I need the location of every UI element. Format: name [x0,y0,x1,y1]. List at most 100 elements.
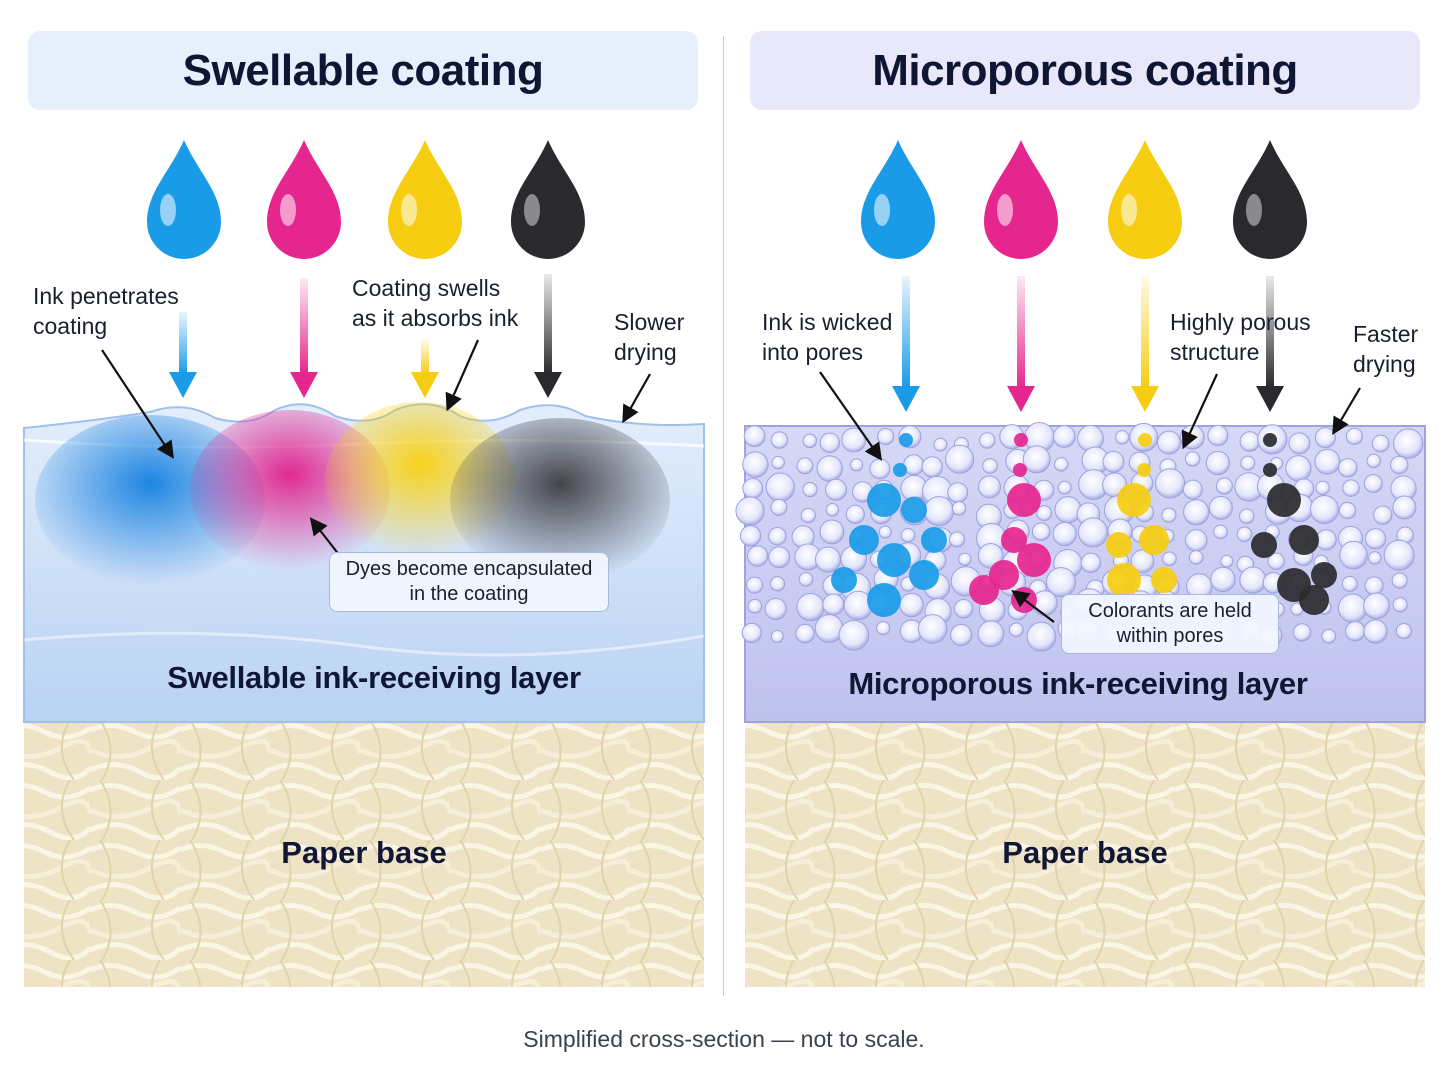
pore [1215,477,1233,495]
black-arrow [534,274,562,398]
pore [742,451,769,478]
pore [768,526,787,546]
encapsulated-pointer [309,517,341,557]
pore [1184,451,1201,467]
pore [1183,499,1210,526]
pore [814,546,842,573]
paper-base [745,722,1425,987]
black-ink-blob [1251,532,1277,558]
pore [850,458,864,472]
pore [950,623,973,647]
magenta-arrow [1007,276,1035,412]
encapsulated-callout: Dyes become encapsulated in the coating [329,552,609,612]
cyan-drop [147,140,221,259]
pore [1315,480,1330,496]
cyan-ink-blob [867,483,901,517]
pore [769,576,786,592]
microporous-layer-label: Microporous ink-receiving layer [848,666,1308,701]
pore [841,427,867,453]
cyan-ink-blob [899,433,913,447]
pore [1182,479,1203,500]
pore [1314,427,1336,449]
pore [796,457,814,475]
pore [1022,445,1051,474]
yellow-ink-blob [1106,532,1132,558]
black-diffusion [450,418,670,582]
pore [949,531,966,548]
microporous-panel: Microporous coating [724,0,1448,1000]
pore [1026,621,1057,652]
pore [1054,496,1082,524]
pore [1188,550,1204,565]
pore [1102,450,1125,473]
pore [1285,455,1312,482]
pore [1341,575,1358,592]
cyan-ink-blob [877,543,911,577]
pore [771,455,785,470]
pore [825,503,840,517]
magenta-ink-blob [1007,483,1041,517]
pore [1157,430,1181,455]
pore [1239,508,1255,524]
pore [743,425,766,448]
pore [933,437,948,452]
magenta-ink-blob [1013,463,1027,477]
yellow-ink-blob [1117,483,1151,517]
pore [770,431,789,449]
paper-base [24,722,704,987]
porous-pointer [1181,373,1218,450]
pore [1155,468,1186,499]
pore [746,576,764,594]
faster-pointer [1332,387,1361,436]
pore [1292,623,1312,642]
pore [770,629,784,643]
pore [1220,554,1234,568]
swellable-panel: Swellable coating [0,0,724,1000]
pore [1080,552,1102,574]
pore [1045,567,1077,598]
cyan-ink-blob [909,560,939,590]
pore [958,552,972,566]
swells-label: Coating swells as it absorbs ink [352,275,519,331]
pore [770,498,788,516]
yellow-ink-blob [1107,563,1141,597]
slower-pointer [622,373,651,424]
pore [1053,457,1069,472]
black-ink-blob [1299,585,1329,615]
pore [816,455,843,482]
pore [795,623,815,644]
pore [1115,430,1130,445]
pore [1338,458,1358,478]
pore [819,519,845,545]
cyan-ink-blob [921,527,947,553]
paper-base-label: Paper base [1002,835,1168,870]
magenta-ink-blob [1001,527,1027,553]
black-drop [1233,140,1307,259]
pore [1364,576,1384,596]
pore [977,620,1005,648]
pore [739,525,762,547]
cyan-arrow [169,312,197,398]
pore [1184,529,1208,552]
cyan-ink-blob [831,567,857,593]
pore [1342,479,1360,497]
pore [1363,474,1383,494]
yellow-ink-blob [1138,433,1152,447]
pore [1057,480,1072,495]
pore [978,475,1002,499]
pore [900,528,916,543]
paper-base-label: Paper base [281,835,447,870]
penetrates-label: Ink penetrates coating [33,283,179,339]
pore [1236,526,1253,543]
yellow-ink-blob [1137,463,1151,477]
pore [917,614,948,644]
pore [1390,455,1409,475]
pore [800,507,816,524]
pore [1337,593,1368,623]
pore [765,472,795,502]
pore [802,433,817,449]
yellow-drop [388,140,462,259]
cyan-ink-blob [901,497,927,523]
pore [822,593,845,616]
pore [1371,434,1390,453]
